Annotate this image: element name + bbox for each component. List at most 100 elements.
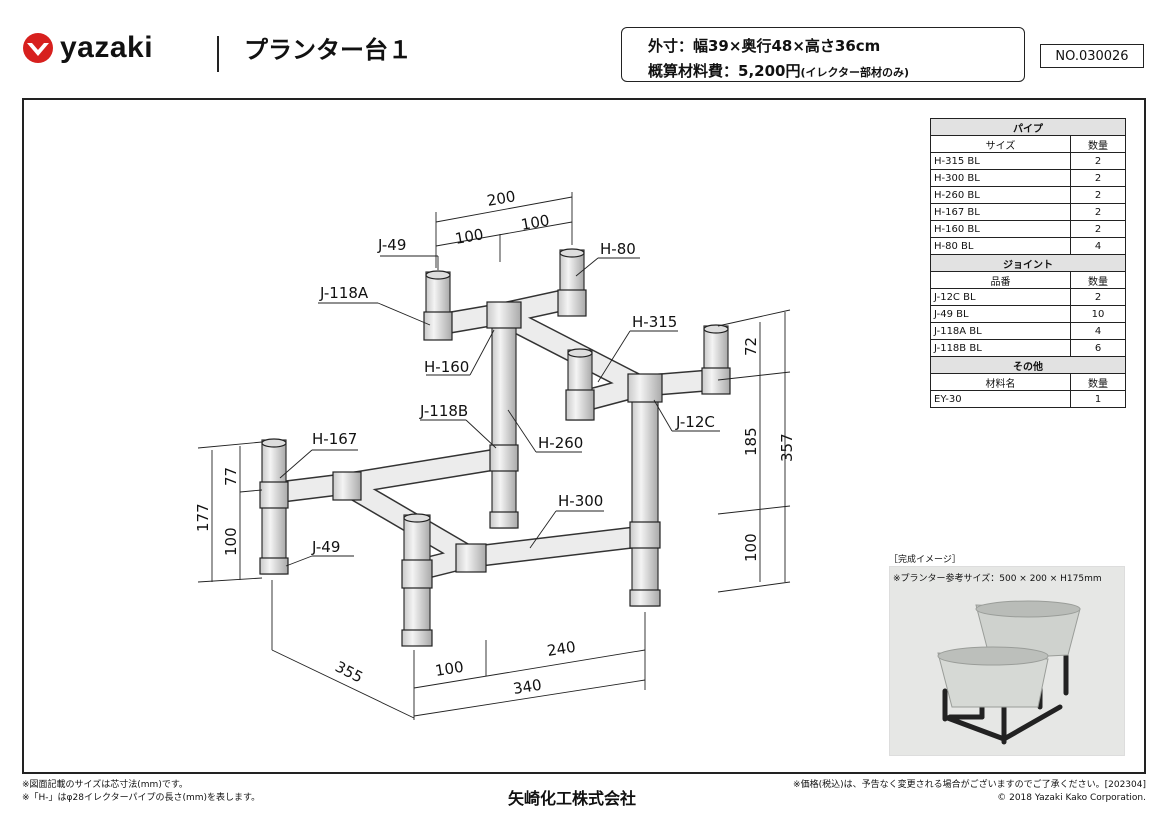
bom-item-qty: 2 xyxy=(1070,220,1126,238)
dimension-lines xyxy=(197,192,791,720)
planter-stand-illustration xyxy=(937,600,1081,745)
bom-item-name: H-260 BL xyxy=(930,186,1071,204)
spec-dimensions: 外寸：幅39×奥行48×高さ36cm xyxy=(648,37,881,55)
dim-left-177: 177 xyxy=(194,503,212,532)
bom-col1-header: サイズ xyxy=(930,135,1071,153)
bom-col2-header: 数量 xyxy=(1070,135,1126,153)
company-name: 矢崎化工株式会社 xyxy=(508,789,637,808)
bom-item-name: H-160 BL xyxy=(930,220,1071,238)
price-disclaimer: ※価格(税込)は、予告なく変更される場合がございますのでご了承ください。[202… xyxy=(793,780,1146,790)
bom-item-name: J-118A BL xyxy=(930,322,1071,340)
bom-item-name: EY-30 xyxy=(930,390,1071,408)
bom-item-name: J-12C BL xyxy=(930,288,1071,306)
label-j49-top: J-49 xyxy=(377,236,406,254)
bom-item-qty: 2 xyxy=(1070,186,1126,204)
label-j12c: J-12C xyxy=(675,413,715,431)
label-h260: H-260 xyxy=(538,434,583,452)
spec-cost-note: (イレクター部材のみ) xyxy=(800,66,910,79)
bom-item-name: J-118B BL xyxy=(930,339,1071,357)
bom-item-name: H-315 BL xyxy=(930,152,1071,170)
bom-item-name: H-80 BL xyxy=(930,237,1071,255)
drawing-frame xyxy=(22,98,1146,774)
spec-cost-main: 概算材料費：5,200円 xyxy=(648,62,801,80)
photo-caption: ［完成イメージ］ xyxy=(889,555,961,565)
footer-notes: ※図面記載のサイズは芯寸法(mm)です。 ※「H-」はφ28イレクターパイプの長… xyxy=(22,779,260,805)
bom-item-name: H-167 BL xyxy=(930,203,1071,221)
bom-item-qty: 10 xyxy=(1070,305,1126,323)
footer-right: ※価格(税込)は、予告なく変更される場合がございますのでご了承ください。[202… xyxy=(793,779,1146,805)
dim-bottom-240: 240 xyxy=(546,638,577,660)
brand-name: yazaki xyxy=(60,31,154,64)
bom-section-title: ジョイント xyxy=(930,254,1126,272)
dim-top-200: 200 xyxy=(486,187,517,210)
dim-top-100a: 100 xyxy=(454,225,485,248)
completed-image xyxy=(889,566,1125,756)
page-title: プランター台１ xyxy=(244,36,412,64)
label-h80: H-80 xyxy=(600,240,636,258)
dim-bottom-340: 340 xyxy=(512,676,543,698)
title-divider xyxy=(217,36,219,72)
bom-item-qty: 2 xyxy=(1070,288,1126,306)
bom-item-qty: 6 xyxy=(1070,339,1126,357)
label-h160: H-160 xyxy=(424,358,469,376)
bom-item-qty: 2 xyxy=(1070,169,1126,187)
bom-item-name: J-49 BL xyxy=(930,305,1071,323)
spec-cost: 概算材料費：5,200円(イレクター部材のみ) xyxy=(648,60,909,81)
bom-col2-header: 数量 xyxy=(1070,271,1126,289)
part-number: NO.030026 xyxy=(1040,44,1144,68)
bom-item-qty: 4 xyxy=(1070,322,1126,340)
spec-box xyxy=(621,27,1025,82)
bom-section-header: その他 xyxy=(930,356,1126,374)
bom-column-header: サイズ数量 xyxy=(930,135,1126,153)
part-labels: J-49 H-80 J-118A H-160 H-315 J-12C J-118… xyxy=(311,236,715,556)
footer-note-2: ※「H-」はφ28イレクターパイプの長さ(mm)を表します。 xyxy=(22,793,261,803)
dim-right-72: 72 xyxy=(742,337,760,356)
label-h300: H-300 xyxy=(558,492,603,510)
dim-right-185: 185 xyxy=(742,427,760,456)
label-h167: H-167 xyxy=(312,430,357,448)
dim-bottom-100: 100 xyxy=(434,658,465,680)
bom-col2-header: 数量 xyxy=(1070,373,1126,391)
bom-section-title: その他 xyxy=(930,356,1126,374)
leader-lines xyxy=(279,255,720,567)
bom-item-qty: 1 xyxy=(1070,390,1126,408)
bom-column-header: 材料名数量 xyxy=(930,373,1126,391)
brand-logo: yazaki xyxy=(22,32,153,64)
dim-left-100: 100 xyxy=(222,527,240,556)
dim-left-77: 77 xyxy=(222,467,240,486)
bom-item-qty: 2 xyxy=(1070,152,1126,170)
dim-bottom-355: 355 xyxy=(332,658,366,687)
pipe-joints xyxy=(259,248,731,647)
bom-section-header: パイプ xyxy=(930,118,1126,136)
bom-section-title: パイプ xyxy=(930,118,1126,136)
label-j118a: J-118A xyxy=(319,284,369,302)
bom-col1-header: 材料名 xyxy=(930,373,1071,391)
yazaki-logo-icon xyxy=(23,33,53,63)
label-j118b: J-118B xyxy=(419,402,468,420)
dim-top-100b: 100 xyxy=(520,211,551,234)
bom-item-qty: 2 xyxy=(1070,203,1126,221)
dim-right-100: 100 xyxy=(742,533,760,562)
copyright: © 2018 Yazaki Kako Corporation. xyxy=(997,793,1146,803)
bom-item-name: H-300 BL xyxy=(930,169,1071,187)
dimension-labels: 200 100 100 72 185 357 100 77 177 100 35… xyxy=(194,187,796,698)
bom-col1-header: 品番 xyxy=(930,271,1071,289)
label-j49-bottom: J-49 xyxy=(311,538,340,556)
bom-item-qty: 4 xyxy=(1070,237,1126,255)
photo-subtitle: ※プランター参考サイズ：500 × 200 × H175mm xyxy=(893,574,1102,584)
bom-section-header: ジョイント xyxy=(930,254,1126,272)
footer-note-1: ※図面記載のサイズは芯寸法(mm)です。 xyxy=(22,780,188,790)
